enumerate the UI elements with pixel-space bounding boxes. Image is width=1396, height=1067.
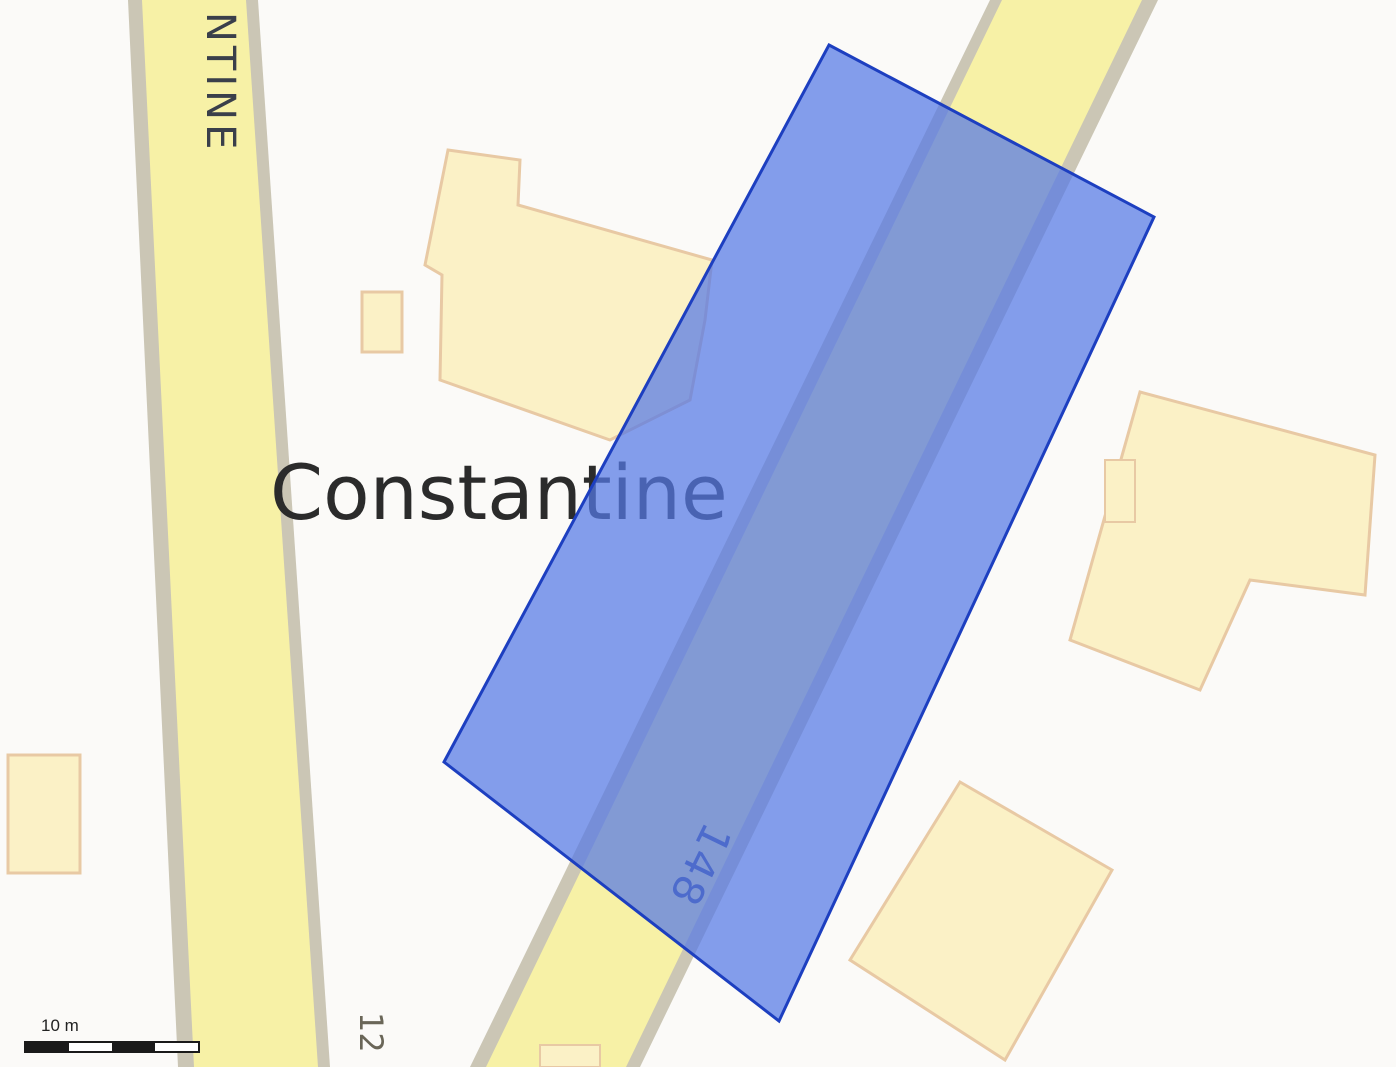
- scale-bar-segment: [112, 1043, 155, 1051]
- building: [539, 1044, 601, 1067]
- scale-bar-track: [24, 1041, 200, 1053]
- scale-bar-segment: [155, 1043, 198, 1051]
- street-name-label: NTINE: [197, 12, 243, 153]
- scale-bar-label: 10 m: [41, 1016, 79, 1035]
- house-number-label: 12: [352, 1012, 390, 1053]
- building: [847, 779, 1115, 1063]
- scale-bar: 10 m: [24, 1014, 200, 1054]
- selected-area-polygon[interactable]: [442, 42, 1156, 1024]
- road-vertical: [142, 0, 318, 1067]
- building: [360, 290, 404, 354]
- scale-bar-segment: [69, 1043, 112, 1051]
- building: [1104, 459, 1136, 523]
- building: [6, 753, 82, 875]
- scale-bar-segment: [26, 1043, 69, 1051]
- building: [1068, 390, 1377, 692]
